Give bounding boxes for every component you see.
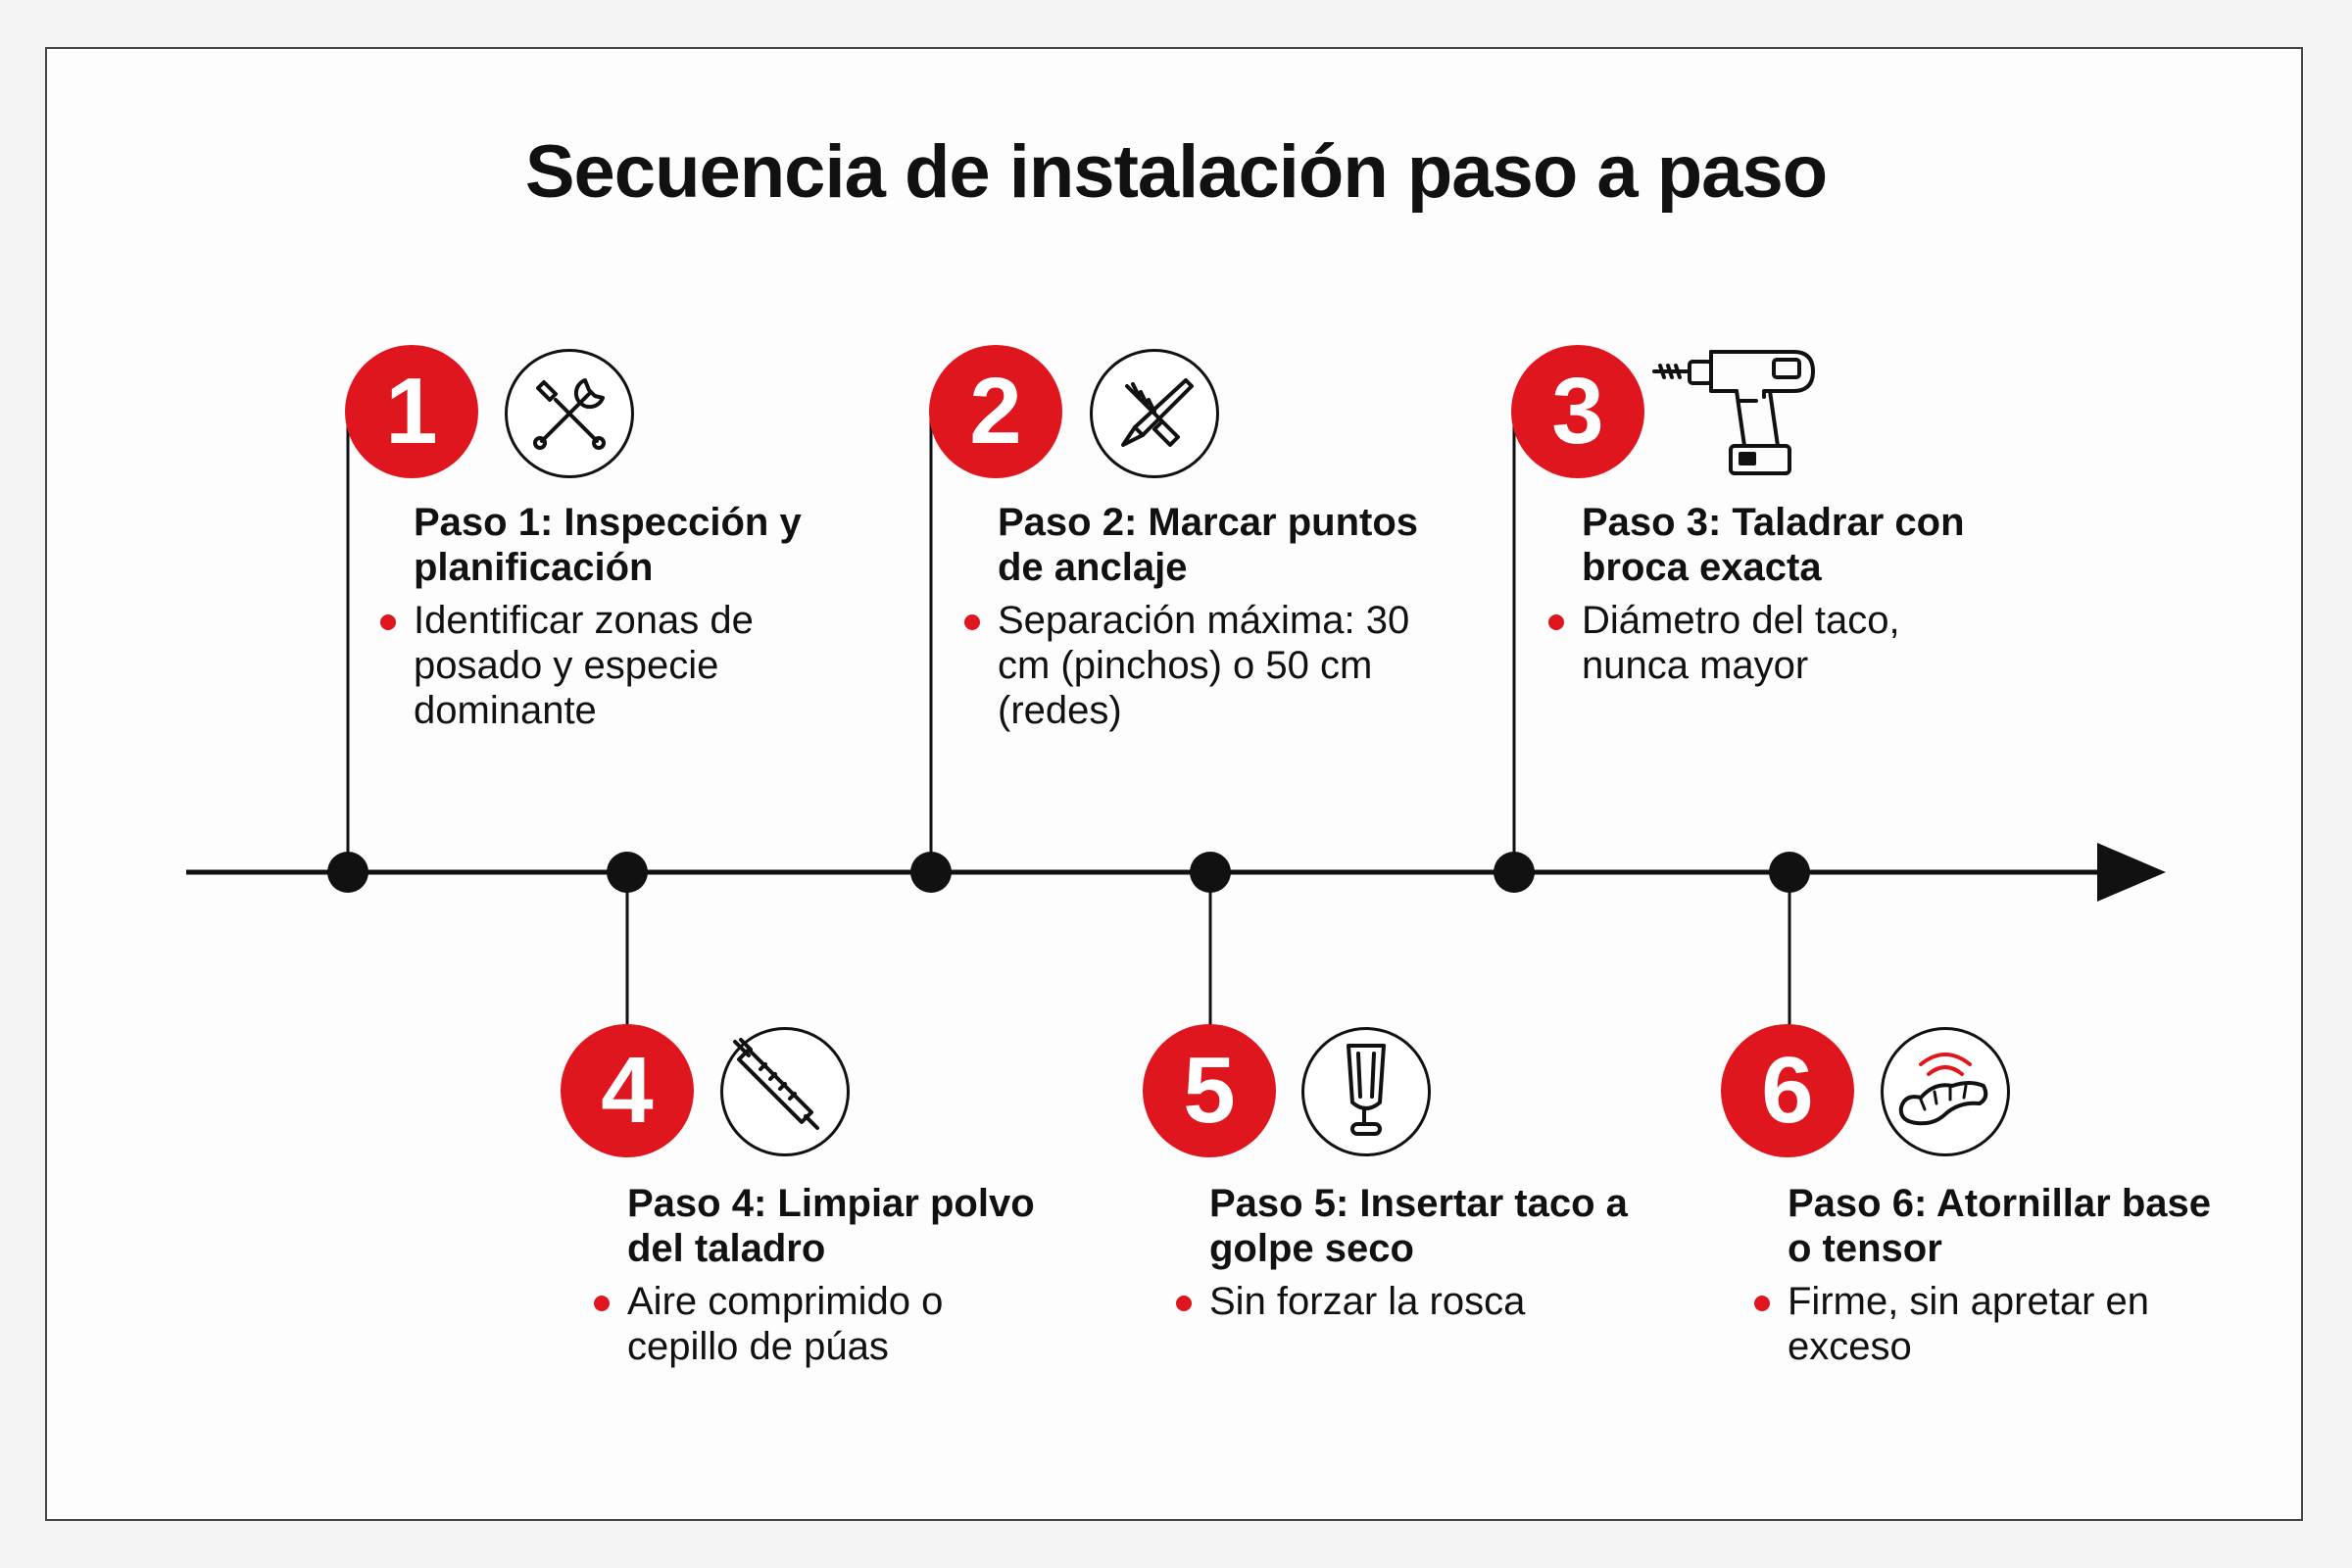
wall-plug-icon xyxy=(1301,1027,1431,1156)
step-4-title: Paso 4: Limpiar polvo del taladro xyxy=(627,1182,1035,1270)
tools-icon xyxy=(505,349,634,478)
step-6-badge: 6 xyxy=(1721,1024,1854,1157)
step-2-text: Paso 2: Marcar puntos de anclaje Separac… xyxy=(964,500,1429,733)
diagram-frame xyxy=(45,47,2303,1521)
step-1-badge: 1 xyxy=(345,345,478,478)
step-5-text: Paso 5: Insertar taco a golpe seco Sin f… xyxy=(1176,1181,1641,1324)
step-6-text: Paso 6: Atornillar base o tensor Firme, … xyxy=(1754,1181,2219,1369)
step-3-badge: 3 xyxy=(1511,345,1644,478)
timeline-node-1 xyxy=(327,852,368,893)
step-1-text: Paso 1: Inspección y planificación Ident… xyxy=(380,500,845,733)
timeline-node-5 xyxy=(1190,852,1231,893)
tensioner-icon xyxy=(1881,1027,2010,1156)
step-1-title: Paso 1: Inspección y planificación xyxy=(414,501,802,589)
timeline-node-4 xyxy=(607,852,648,893)
step-3-bullet: Diámetro del taco, nunca mayor xyxy=(1548,598,2013,688)
timeline-node-2 xyxy=(910,852,952,893)
timeline-node-3 xyxy=(1494,852,1535,893)
step-3-title: Paso 3: Taladrar con broca exacta xyxy=(1582,501,1965,589)
step-4-text: Paso 4: Limpiar polvo del taladro Aire c… xyxy=(594,1181,1058,1369)
timeline-node-6 xyxy=(1769,852,1810,893)
step-5-badge: 5 xyxy=(1143,1024,1276,1157)
brush-icon xyxy=(720,1027,850,1156)
step-2-badge: 2 xyxy=(929,345,1062,478)
page-title: Secuencia de instalación paso a paso xyxy=(524,130,1828,214)
step-3-text: Paso 3: Taladrar con broca exacta Diámet… xyxy=(1548,500,2013,688)
step-5-bullet: Sin forzar la rosca xyxy=(1176,1279,1641,1324)
step-6-bullet: Firme, sin apretar en exceso xyxy=(1754,1279,2219,1369)
timeline-arrowhead xyxy=(2097,843,2166,902)
step-6-title: Paso 6: Atornillar base o tensor xyxy=(1788,1182,2211,1270)
power-drill-icon xyxy=(1646,338,1833,485)
step-2-title: Paso 2: Marcar puntos de anclaje xyxy=(998,501,1419,589)
step-1-bullet: Identificar zonas de posado y especie do… xyxy=(380,598,845,733)
drill-bit-icon xyxy=(1090,349,1219,478)
step-4-badge: 4 xyxy=(561,1024,694,1157)
step-2-bullet: Separación máxima: 30 cm (pinchos) o 50 … xyxy=(964,598,1429,733)
step-4-bullet: Aire comprimido o cepillo de púas xyxy=(594,1279,1058,1369)
step-5-title: Paso 5: Insertar taco a golpe seco xyxy=(1209,1182,1628,1270)
